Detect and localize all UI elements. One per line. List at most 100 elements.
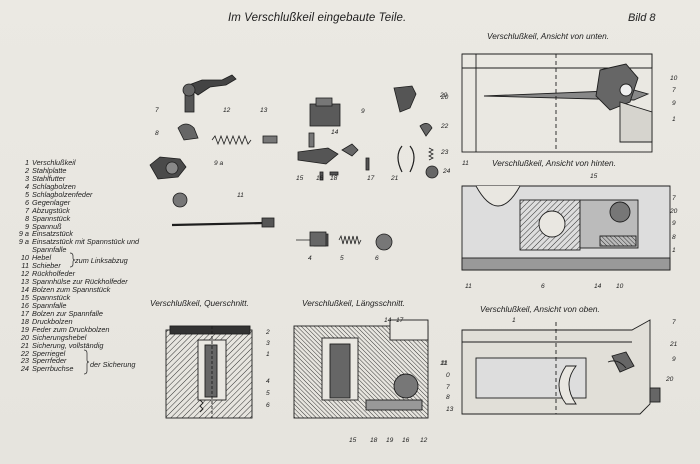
legend-text: Schieber [32, 261, 61, 271]
legend-braces [69, 252, 90, 375]
legend-text: Feder zum Druckbolzen [32, 324, 110, 334]
legend-text: Sicherung, vollständig [32, 340, 104, 350]
legend-text: Schlagbolzen [32, 181, 76, 191]
legend-number: 4 [24, 181, 29, 191]
svg-text:23: 23 [440, 149, 449, 156]
legend-number: 20 [20, 332, 29, 342]
svg-text:7: 7 [672, 87, 676, 94]
svg-text:1: 1 [266, 351, 270, 358]
legend-text: Schlagbolzenfeder [32, 189, 93, 199]
page-title: Im Verschlußkeil eingebaute Teile. [228, 12, 407, 24]
brace-note-sicherung: der Sicherung [90, 360, 136, 369]
svg-text:12: 12 [223, 107, 231, 114]
legend-number: 3 [24, 173, 29, 183]
legend-number: 5 [24, 189, 29, 199]
svg-text:13: 13 [260, 107, 268, 114]
svg-text:4: 4 [266, 378, 270, 385]
svg-text:6: 6 [266, 402, 270, 409]
svg-text:1: 1 [672, 116, 676, 123]
svg-text:14: 14 [331, 129, 339, 136]
svg-text:14: 14 [384, 317, 392, 324]
svg-text:1: 1 [672, 247, 676, 254]
legend-text: Bolzen zur Spannfalle [32, 308, 103, 318]
view-from-rear [461, 185, 671, 271]
svg-text:19: 19 [386, 437, 394, 444]
legend-text: Hebel [32, 253, 52, 263]
caption-long-section: Verschlußkeil, Längsschnitt. [302, 298, 405, 308]
svg-text:11: 11 [441, 360, 448, 367]
legend-text: Spannfalle [32, 245, 67, 255]
legend-text: Sperrfeder [32, 356, 67, 366]
legend-text: Spannstück [32, 292, 71, 302]
legend-text: Einsatzstück [32, 229, 73, 239]
legend-number: 7 [24, 205, 29, 215]
legend-number: 10 [20, 253, 29, 263]
svg-text:11: 11 [465, 283, 472, 290]
svg-text:5: 5 [266, 390, 270, 397]
legend-text: Spannstück [32, 213, 71, 223]
view-from-below [461, 53, 653, 153]
svg-text:20: 20 [669, 208, 678, 215]
svg-text:17: 17 [367, 175, 375, 182]
svg-text:20: 20 [440, 94, 449, 101]
svg-text:22: 22 [440, 123, 449, 130]
svg-text:8: 8 [672, 234, 676, 241]
caption-view-rear: Verschlußkeil, Ansicht von hinten. [492, 158, 616, 168]
legend-number: 19 [20, 324, 29, 334]
exploded-parts [149, 74, 439, 251]
svg-text:5: 5 [340, 255, 344, 262]
svg-text:16: 16 [316, 175, 324, 182]
legend-text: Sicherungshebel [32, 332, 87, 342]
svg-text:7: 7 [155, 107, 159, 114]
svg-text:13: 13 [446, 406, 454, 413]
cross-section [165, 325, 253, 419]
svg-text:15: 15 [296, 175, 304, 182]
view-from-above [461, 319, 661, 415]
svg-text:9 a: 9 a [214, 160, 223, 167]
svg-text:10: 10 [670, 75, 678, 82]
legend-number: 1 [24, 158, 29, 167]
legend-number: 23 [20, 356, 29, 366]
svg-text:6: 6 [541, 283, 545, 290]
svg-text:20: 20 [665, 376, 674, 383]
svg-text:9: 9 [672, 220, 676, 227]
legend-number: 24 [20, 364, 29, 374]
legend-number: 6 [24, 197, 29, 207]
caption-cross-section: Verschlußkeil, Querschnitt. [150, 298, 249, 308]
svg-text:10: 10 [616, 283, 624, 290]
legend-text: Stahlfutter [32, 173, 66, 183]
svg-text:12: 12 [420, 437, 428, 444]
legend-row: Spannfalle [16, 246, 176, 254]
svg-text:11: 11 [440, 360, 447, 367]
svg-text:18: 18 [370, 437, 378, 444]
svg-text:3: 3 [266, 340, 270, 347]
legend-text: Spannuß [32, 221, 62, 231]
svg-text:24: 24 [442, 168, 451, 175]
legend-number: 11 [21, 261, 29, 271]
legend-number: 9 [24, 221, 29, 231]
svg-text:11: 11 [237, 192, 244, 199]
svg-text:9: 9 [672, 100, 676, 107]
